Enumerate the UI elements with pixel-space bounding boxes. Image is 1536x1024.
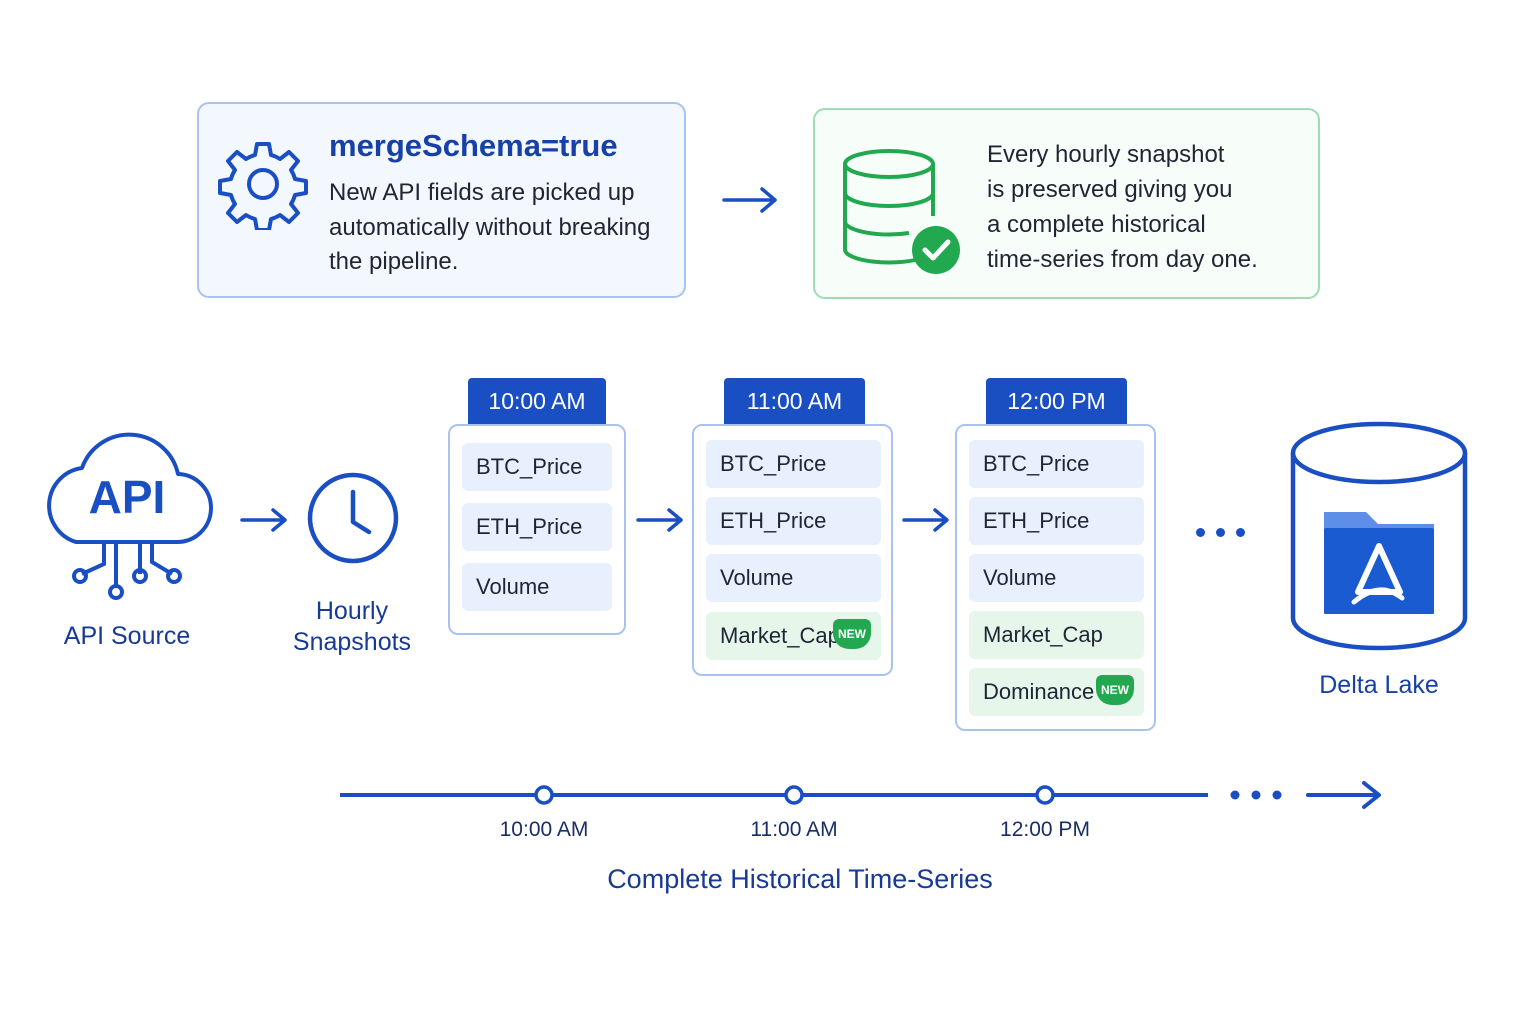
delta-lake-cylinder-icon bbox=[1290, 421, 1468, 651]
description-line: time-series from day one. bbox=[987, 246, 1258, 273]
field-eth-price: ETH_Price bbox=[462, 503, 612, 551]
snapshot-time-tab: 10:00 AM bbox=[468, 378, 606, 424]
hourly-snapshots-label: Hourly Snapshots bbox=[276, 596, 428, 658]
description-line: Every hourly snapshot bbox=[987, 141, 1225, 168]
field-eth-price: ETH_Price bbox=[706, 497, 881, 545]
field-dominance-new: Dominance NEW bbox=[969, 668, 1144, 716]
clock-icon bbox=[307, 472, 399, 564]
arrow-icon bbox=[240, 508, 287, 532]
field-eth-price: ETH_Price bbox=[969, 497, 1144, 545]
history-card: Every hourly snapshot is preserved givin… bbox=[813, 108, 1320, 299]
arrow-icon bbox=[902, 508, 949, 532]
snapshot-time-tab: 11:00 AM bbox=[724, 378, 865, 424]
merge-schema-description: New API fields are picked up automatical… bbox=[329, 176, 684, 280]
field-label: Market_Cap bbox=[720, 623, 840, 648]
snapshot-card: BTC_Price ETH_Price Volume bbox=[448, 424, 626, 635]
cloud-api-icon bbox=[47, 432, 213, 600]
field-btc-price: BTC_Price bbox=[969, 440, 1144, 488]
timeline-axis bbox=[340, 781, 1381, 809]
new-badge: NEW bbox=[833, 619, 871, 649]
field-btc-price: BTC_Price bbox=[706, 440, 881, 488]
timeline-caption: Complete Historical Time-Series bbox=[607, 864, 993, 894]
database-check-icon bbox=[843, 149, 960, 274]
delta-lake-label: Delta Lake bbox=[1319, 671, 1439, 699]
field-volume: Volume bbox=[969, 554, 1144, 602]
description-line: New API fields are picked up bbox=[329, 179, 635, 206]
field-volume: Volume bbox=[462, 563, 612, 611]
field-btc-price: BTC_Price bbox=[462, 443, 612, 491]
description-line: automatically without breaking bbox=[329, 213, 651, 241]
label-line: Hourly bbox=[315, 597, 389, 625]
snapshot-card: BTC_Price ETH_Price Volume Market_Cap NE… bbox=[692, 424, 893, 676]
snapshot-time-tab: 12:00 PM bbox=[986, 378, 1127, 424]
description-line: a complete historical bbox=[987, 211, 1206, 238]
field-volume: Volume bbox=[706, 554, 881, 602]
gear-icon bbox=[218, 142, 308, 230]
field-market-cap: Market_Cap bbox=[969, 611, 1144, 659]
new-badge: NEW bbox=[1096, 675, 1134, 705]
timeline-tick-label: 12:00 PM bbox=[1000, 818, 1090, 841]
field-label: Dominance bbox=[983, 679, 1095, 704]
ellipsis-icon bbox=[1196, 528, 1254, 538]
arrow-icon bbox=[722, 187, 777, 213]
snapshot-card: BTC_Price ETH_Price Volume Market_Cap Do… bbox=[955, 424, 1156, 731]
timeline-tick-label: 11:00 AM bbox=[750, 818, 838, 841]
api-icon-label: API bbox=[88, 471, 166, 523]
description-line: is preserved giving you bbox=[987, 176, 1233, 203]
arrow-icon bbox=[636, 508, 683, 532]
label-line: Snapshots bbox=[292, 628, 412, 656]
description-line: the pipeline. bbox=[329, 248, 459, 275]
merge-schema-title: mergeSchema=true bbox=[329, 128, 618, 163]
merge-schema-card: mergeSchema=true New API fields are pick… bbox=[197, 102, 686, 298]
history-description: Every hourly snapshot is preserved givin… bbox=[987, 137, 1317, 277]
field-market-cap-new: Market_Cap NEW bbox=[706, 612, 881, 660]
api-source-label: API Source bbox=[63, 622, 191, 650]
timeline-tick-label: 10:00 AM bbox=[499, 818, 589, 841]
